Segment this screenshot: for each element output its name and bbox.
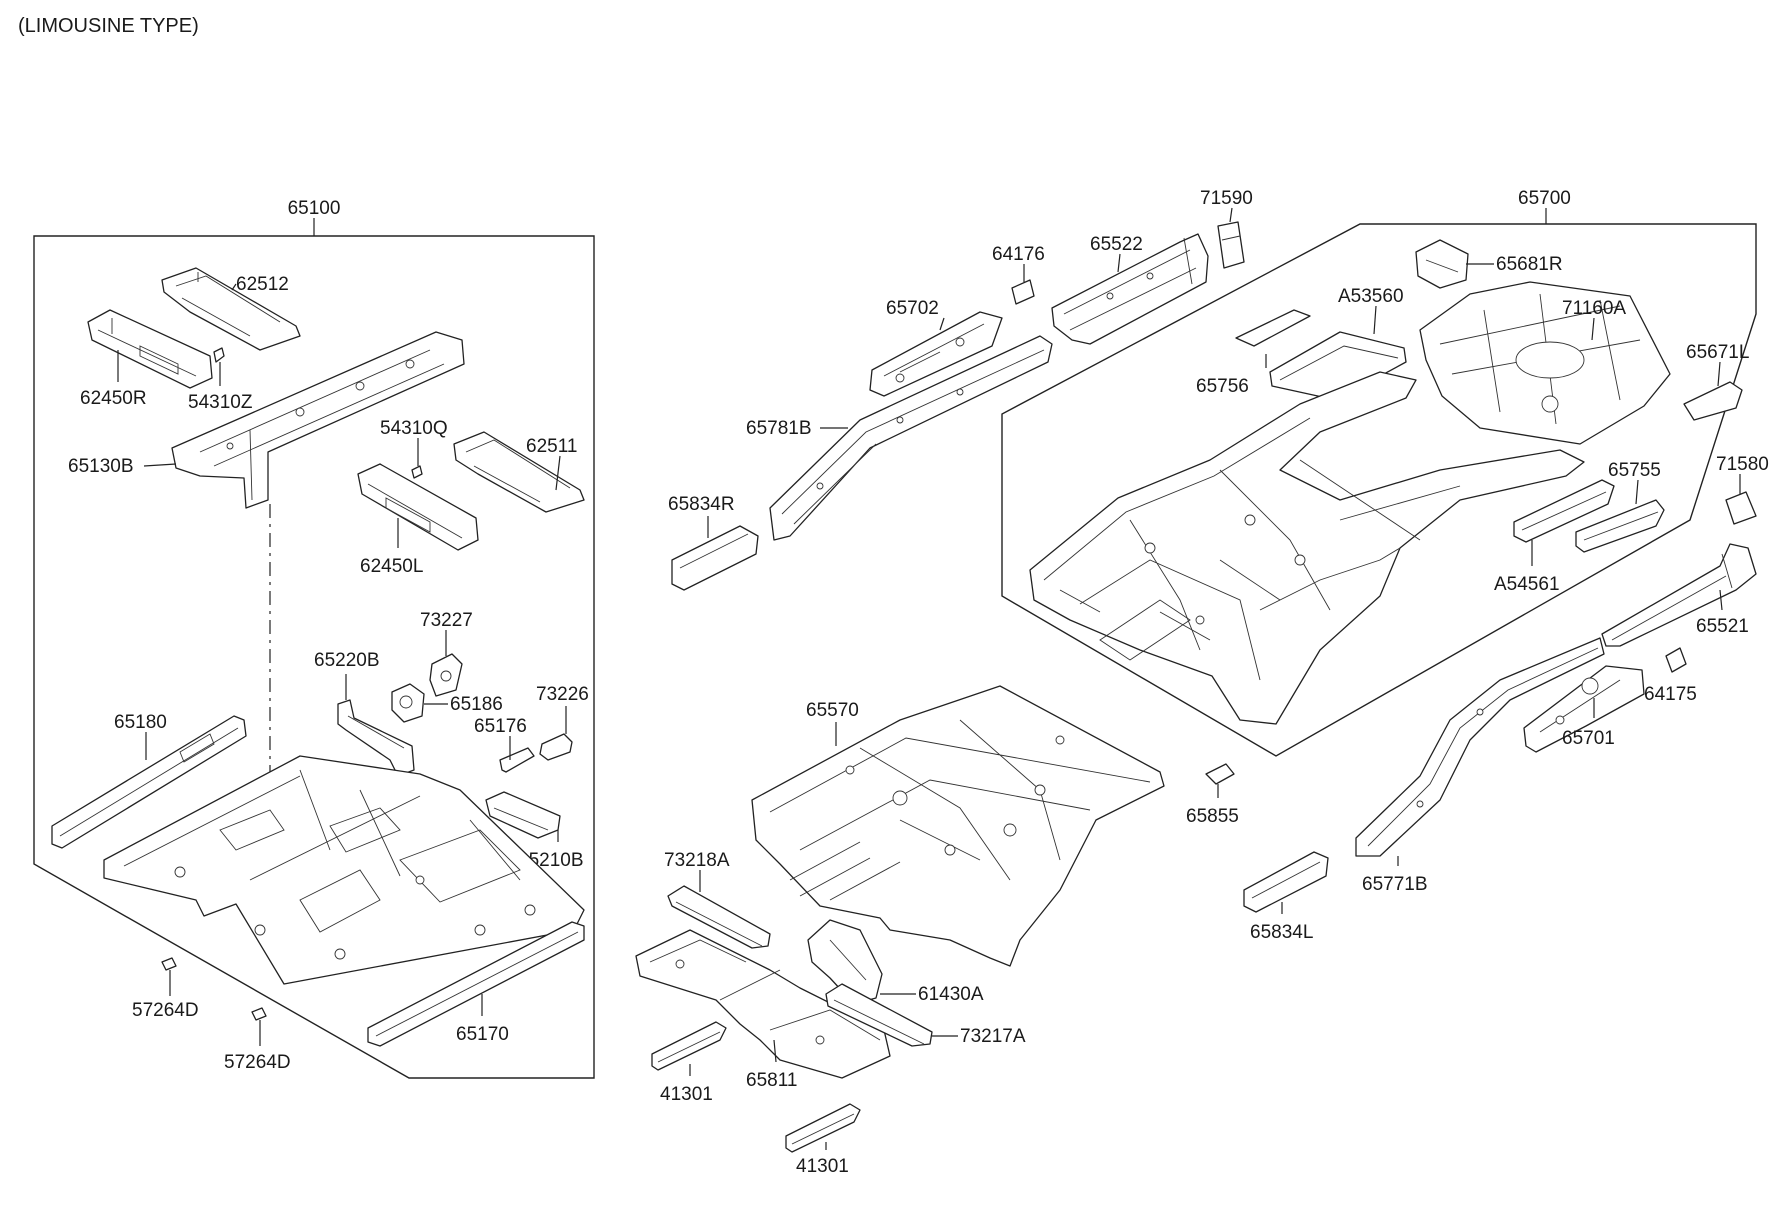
part-A54561	[1513, 479, 1615, 543]
label-65755: 65755	[1608, 460, 1661, 481]
label-65700: 65700	[1518, 188, 1571, 209]
part-65130B	[171, 331, 465, 509]
part-65771B	[1355, 637, 1605, 857]
part-65170	[367, 921, 585, 1047]
label-54310Q: 54310Q	[380, 418, 448, 439]
part-65522	[1051, 233, 1209, 345]
group-box-65700	[1001, 223, 1757, 757]
label-71160A: 71160A	[1562, 298, 1626, 319]
part-65756	[1235, 309, 1311, 347]
label-65855: 65855	[1186, 806, 1239, 827]
part-65755	[1575, 499, 1665, 553]
part-65681R	[1415, 239, 1469, 289]
part-65834L	[1243, 851, 1329, 913]
part-A53560	[1269, 331, 1407, 401]
label-73227: 73227	[420, 610, 473, 631]
label-65771B: 65771B	[1362, 874, 1428, 895]
part-71160A	[1419, 281, 1671, 445]
label-64176: 64176	[992, 244, 1045, 265]
label-73226: 73226	[536, 684, 589, 705]
label-57264D-1: 57264D	[132, 1000, 199, 1021]
label-41301-2: 41301	[796, 1156, 849, 1177]
label-65220B: 65220B	[314, 650, 380, 671]
label-57264D-2: 57264D	[224, 1052, 291, 1073]
label-61430A: 61430A	[918, 984, 984, 1005]
part-73218A	[667, 885, 771, 949]
label-65100: 65100	[288, 198, 341, 219]
part-41301-2	[785, 1103, 861, 1153]
part-65811	[635, 929, 891, 1079]
label-65522: 65522	[1090, 234, 1143, 255]
label-65186: 65186	[450, 694, 503, 715]
label-65130B: 65130B	[68, 456, 134, 477]
part-41301-1	[651, 1021, 727, 1071]
label-65834L: 65834L	[1250, 922, 1313, 943]
label-65180: 65180	[114, 712, 167, 733]
part-64176	[1011, 279, 1035, 305]
part-65521	[1601, 543, 1757, 647]
part-65570	[751, 685, 1165, 967]
label-62450L: 62450L	[360, 556, 423, 577]
group-box-65100	[33, 235, 595, 1079]
label-54310Z: 54310Z	[188, 392, 253, 413]
part-71580	[1725, 491, 1757, 525]
label-A54561: A54561	[1494, 574, 1560, 595]
part-62511	[453, 431, 585, 513]
part-62450R	[87, 309, 213, 389]
part-65671L	[1683, 381, 1743, 421]
part-64175	[1665, 647, 1687, 673]
part-62512	[161, 267, 301, 351]
label-73217A: 73217A	[960, 1026, 1026, 1047]
label-73218A: 73218A	[664, 850, 730, 871]
part-65781B	[769, 335, 1053, 541]
label-65834R: 65834R	[668, 494, 735, 515]
part-57264D-2	[251, 1007, 267, 1021]
label-65781B: 65781B	[746, 418, 812, 439]
label-65681R: 65681R	[1496, 254, 1563, 275]
label-71590: 71590	[1200, 188, 1253, 209]
label-71580: 71580	[1716, 454, 1769, 475]
label-64175: 64175	[1644, 684, 1697, 705]
part-73227	[429, 653, 463, 697]
part-front-floor	[103, 755, 585, 985]
part-65701	[1523, 665, 1645, 753]
label-62450R: 62450R	[80, 388, 147, 409]
label-41301-1: 41301	[660, 1084, 713, 1105]
part-65186	[391, 683, 425, 723]
label-65570: 65570	[806, 700, 859, 721]
part-73226	[539, 733, 573, 761]
part-65702	[869, 311, 1003, 397]
label-A53560: A53560	[1338, 286, 1404, 307]
label-65811: 65811	[746, 1070, 797, 1091]
part-65176	[499, 747, 535, 773]
diagram-title: (LIMOUSINE TYPE)	[18, 15, 199, 37]
label-65521: 65521	[1696, 616, 1749, 637]
part-62450L	[357, 463, 479, 551]
part-73217A	[825, 983, 933, 1047]
part-65834R	[671, 525, 759, 591]
part-61430A	[807, 919, 883, 1005]
label-62512: 62512	[236, 274, 289, 295]
part-65180	[51, 715, 247, 849]
part-rear-floor-frame	[1029, 371, 1585, 725]
part-71590	[1217, 221, 1245, 269]
part-54310Q	[411, 465, 423, 479]
label-65170: 65170	[456, 1024, 509, 1045]
part-65855	[1205, 763, 1235, 785]
label-65701: 65701	[1562, 728, 1615, 749]
label-65176: 65176	[474, 716, 527, 737]
label-62511: 62511	[526, 436, 577, 457]
part-54310Z	[213, 347, 225, 363]
label-65756: 65756	[1196, 376, 1249, 397]
label-65702: 65702	[886, 298, 939, 319]
part-57264D-1	[161, 957, 177, 971]
label-65671L: 65671L	[1686, 342, 1749, 363]
